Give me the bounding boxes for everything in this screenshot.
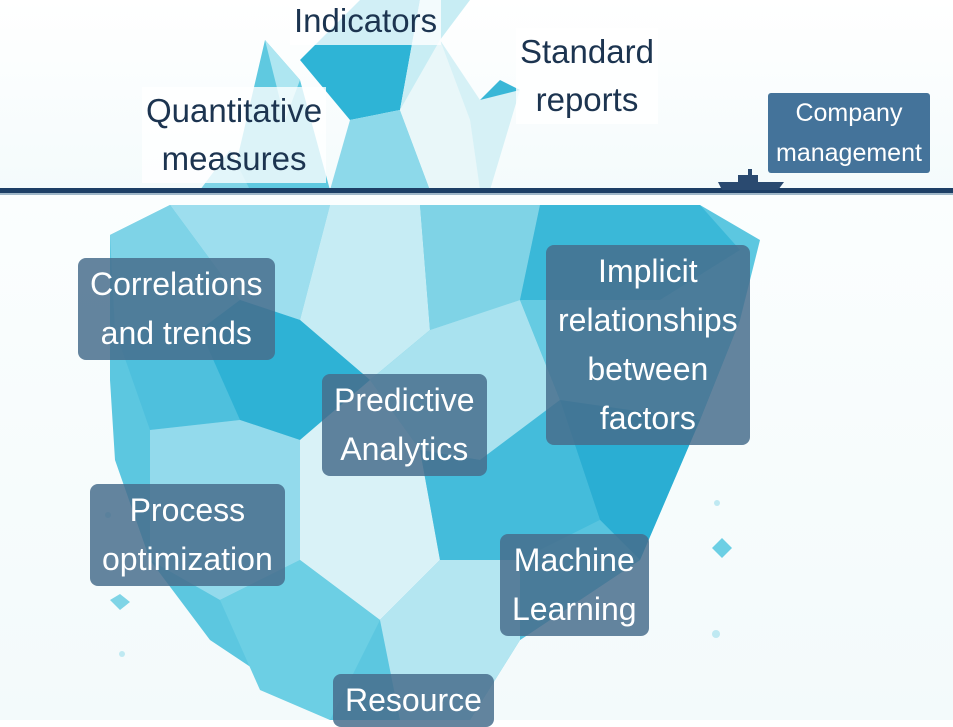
- label-resource: Resource: [333, 674, 494, 727]
- ice-fragment: [712, 538, 732, 558]
- label-indicators: Indicators: [290, 0, 442, 45]
- ice-fragment: [712, 630, 720, 638]
- label-standard-reports: Standard reports: [516, 28, 658, 124]
- ice-fragment: [110, 594, 130, 610]
- label-implicit-relationships: Implicit relationships between factors: [546, 245, 750, 445]
- label-company-management: Company management: [768, 93, 930, 173]
- ice-fragment: [714, 500, 720, 506]
- ship-icon: [718, 169, 784, 190]
- ice-fragment: [119, 651, 125, 657]
- waterline-shadow: [0, 193, 953, 195]
- label-quantitative-measures: Quantitative measures: [142, 87, 327, 183]
- waterline: [0, 188, 953, 193]
- label-machine-learning: Machine Learning: [500, 534, 649, 636]
- label-correlations-and-trends: Correlations and trends: [78, 258, 275, 360]
- label-predictive-analytics: Predictive Analytics: [322, 374, 487, 476]
- label-process-optimization: Process optimization: [90, 484, 285, 586]
